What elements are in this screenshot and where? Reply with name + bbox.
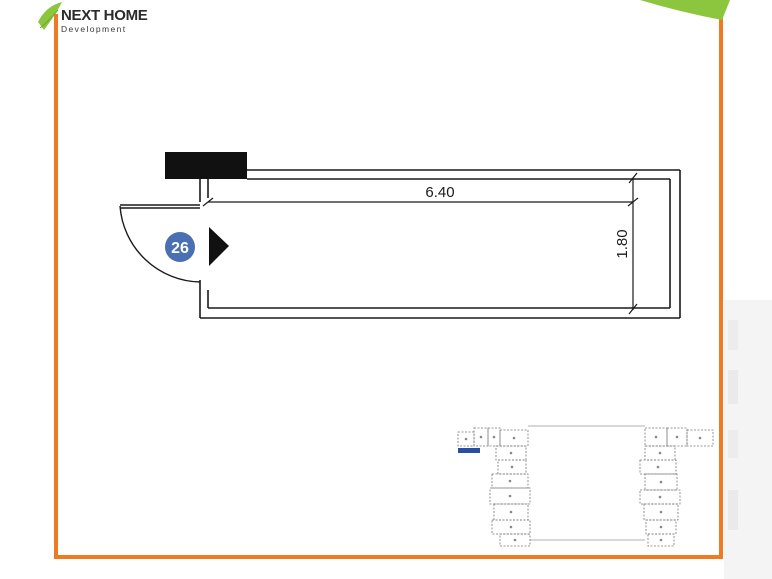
width-dimension-line bbox=[628, 172, 638, 315]
width-dimension-label: 1.80 bbox=[614, 229, 631, 258]
length-dimension-label: 6.40 bbox=[425, 184, 454, 201]
unit-floor-plan: 6.40 1.80 26 bbox=[119, 152, 681, 319]
wall-outline bbox=[199, 169, 681, 319]
brand-name: NEXT HOME bbox=[61, 7, 148, 24]
unit-number-label: 26 bbox=[171, 240, 189, 257]
leaf-decoration-icon bbox=[640, 0, 730, 20]
key-plan-map bbox=[457, 425, 714, 547]
frame-right-border bbox=[719, 14, 723, 559]
edge-fade-decoration bbox=[724, 300, 772, 579]
key-plan-highlight-unit bbox=[458, 448, 480, 453]
key-plan-unit-dots bbox=[464, 435, 702, 542]
triangle-right-icon bbox=[209, 227, 229, 266]
door-swing-icon bbox=[119, 204, 201, 283]
key-plan-right-block bbox=[639, 427, 714, 547]
frame-bottom-border bbox=[54, 555, 723, 559]
length-dimension-line bbox=[202, 197, 639, 207]
key-plan-courtyard bbox=[528, 425, 645, 541]
leaf-logo-icon bbox=[38, 2, 62, 30]
frame-left-border bbox=[54, 14, 58, 559]
wall-block bbox=[165, 152, 247, 179]
key-plan-left-block bbox=[457, 427, 531, 547]
unit-number-badge bbox=[165, 232, 195, 262]
brand-logo bbox=[36, 0, 166, 40]
brand-tagline: Development bbox=[61, 24, 127, 34]
